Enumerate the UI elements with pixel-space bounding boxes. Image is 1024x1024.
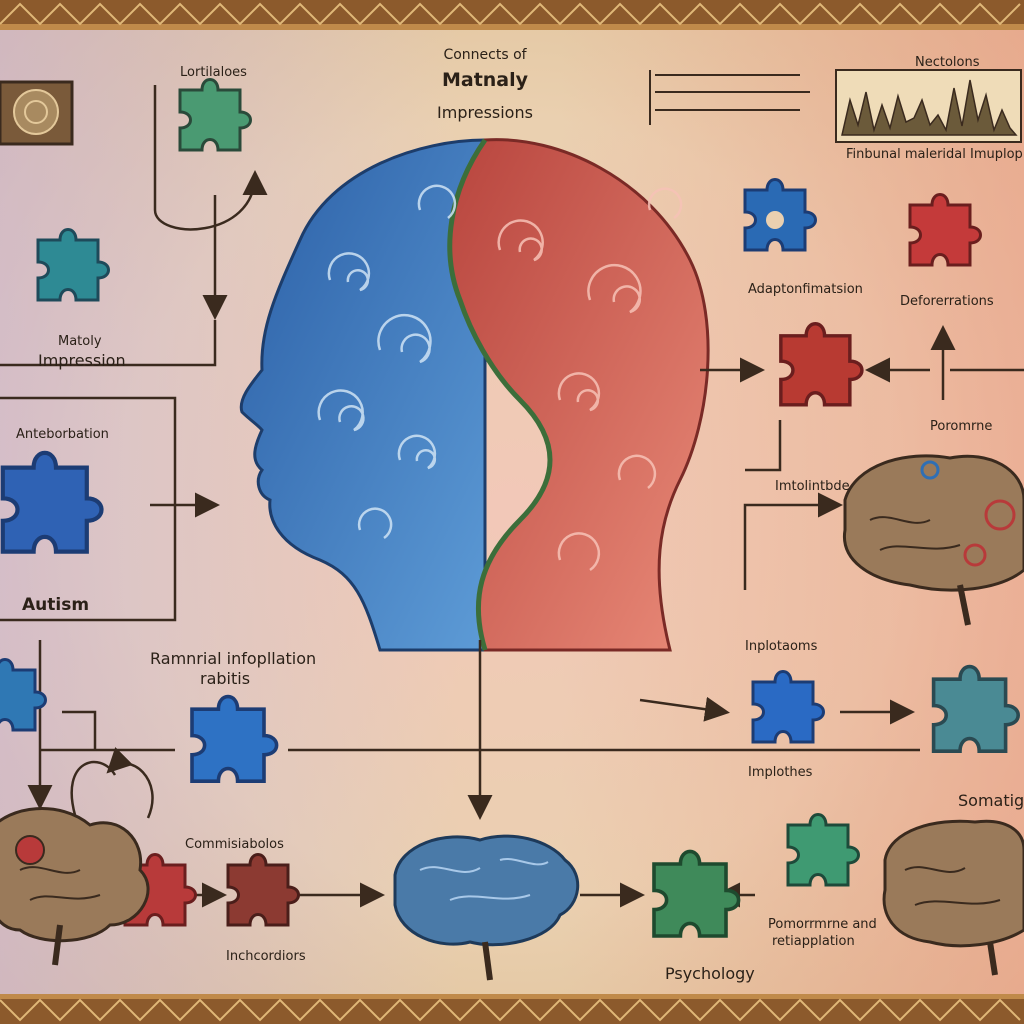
head-icon bbox=[239, 138, 710, 652]
label-psychology: Psychology bbox=[665, 964, 755, 983]
bottom-border bbox=[0, 994, 1024, 1024]
label-comm: Commisiabolos bbox=[185, 837, 284, 852]
label-adaptation: Adaptonfimatsion bbox=[748, 282, 863, 297]
label-left-puzzle-bottom: Impression bbox=[38, 351, 126, 370]
label-imploment: Imtolintbde bbox=[775, 479, 850, 494]
label-central-line2: rabitis bbox=[200, 669, 251, 688]
puzzle-icon-green-top bbox=[178, 78, 252, 152]
label-bottom-right-line2: retiapplation bbox=[772, 934, 855, 949]
puzzle-icon-somatic bbox=[931, 664, 1021, 754]
label-implosions: Implothes bbox=[748, 765, 813, 780]
label-somatic: Somatig bbox=[958, 791, 1024, 810]
thumbnail-frame-left bbox=[0, 80, 74, 146]
brain-icon-right-middle bbox=[842, 454, 1024, 626]
label-left-box-title: Anteborbation bbox=[16, 427, 109, 442]
brain-icon-right-bottom bbox=[882, 819, 1024, 976]
puzzle-icon-brown bbox=[226, 853, 300, 927]
mini-chart bbox=[649, 69, 1022, 143]
title-top: Connects of bbox=[443, 47, 527, 63]
label-autism: Autism bbox=[22, 595, 90, 615]
label-porome: Poromrne bbox=[930, 419, 993, 434]
brain-icon-center bbox=[393, 834, 580, 981]
label-chart-caption: Finbunal maleridal Imuplop bbox=[846, 147, 1023, 162]
label-top-left: Lortilaloes bbox=[180, 65, 247, 80]
title-sub: Impressions bbox=[437, 103, 533, 122]
brain-icon-left bbox=[0, 807, 150, 966]
label-left-puzzle-top: Matoly bbox=[58, 334, 102, 349]
puzzle-icon-implotations bbox=[751, 670, 825, 744]
label-infection: Inchcordiors bbox=[226, 949, 306, 964]
puzzle-icon-psychology bbox=[652, 849, 741, 938]
title-main: Matnaly bbox=[441, 69, 529, 91]
puzzle-icon-teal-left bbox=[36, 228, 110, 302]
top-border bbox=[0, 0, 1024, 30]
puzzle-icon-autism bbox=[3, 453, 102, 552]
puzzle-icon-red-center-right bbox=[779, 322, 864, 407]
label-deformations: Deforerrations bbox=[900, 294, 994, 309]
label-bottom-right-line1: Pomorrmrne and bbox=[768, 917, 877, 932]
puzzle-icon-deformations bbox=[908, 193, 982, 267]
label-implotations: Inplotaoms bbox=[745, 639, 818, 654]
label-top-right: Nectolons bbox=[915, 55, 980, 70]
label-central-line1: Ramnrial infopllation bbox=[150, 649, 317, 668]
puzzle-hole bbox=[766, 211, 784, 229]
puzzle-icon-green-small bbox=[786, 813, 860, 887]
puzzle-icon-central bbox=[190, 694, 279, 784]
